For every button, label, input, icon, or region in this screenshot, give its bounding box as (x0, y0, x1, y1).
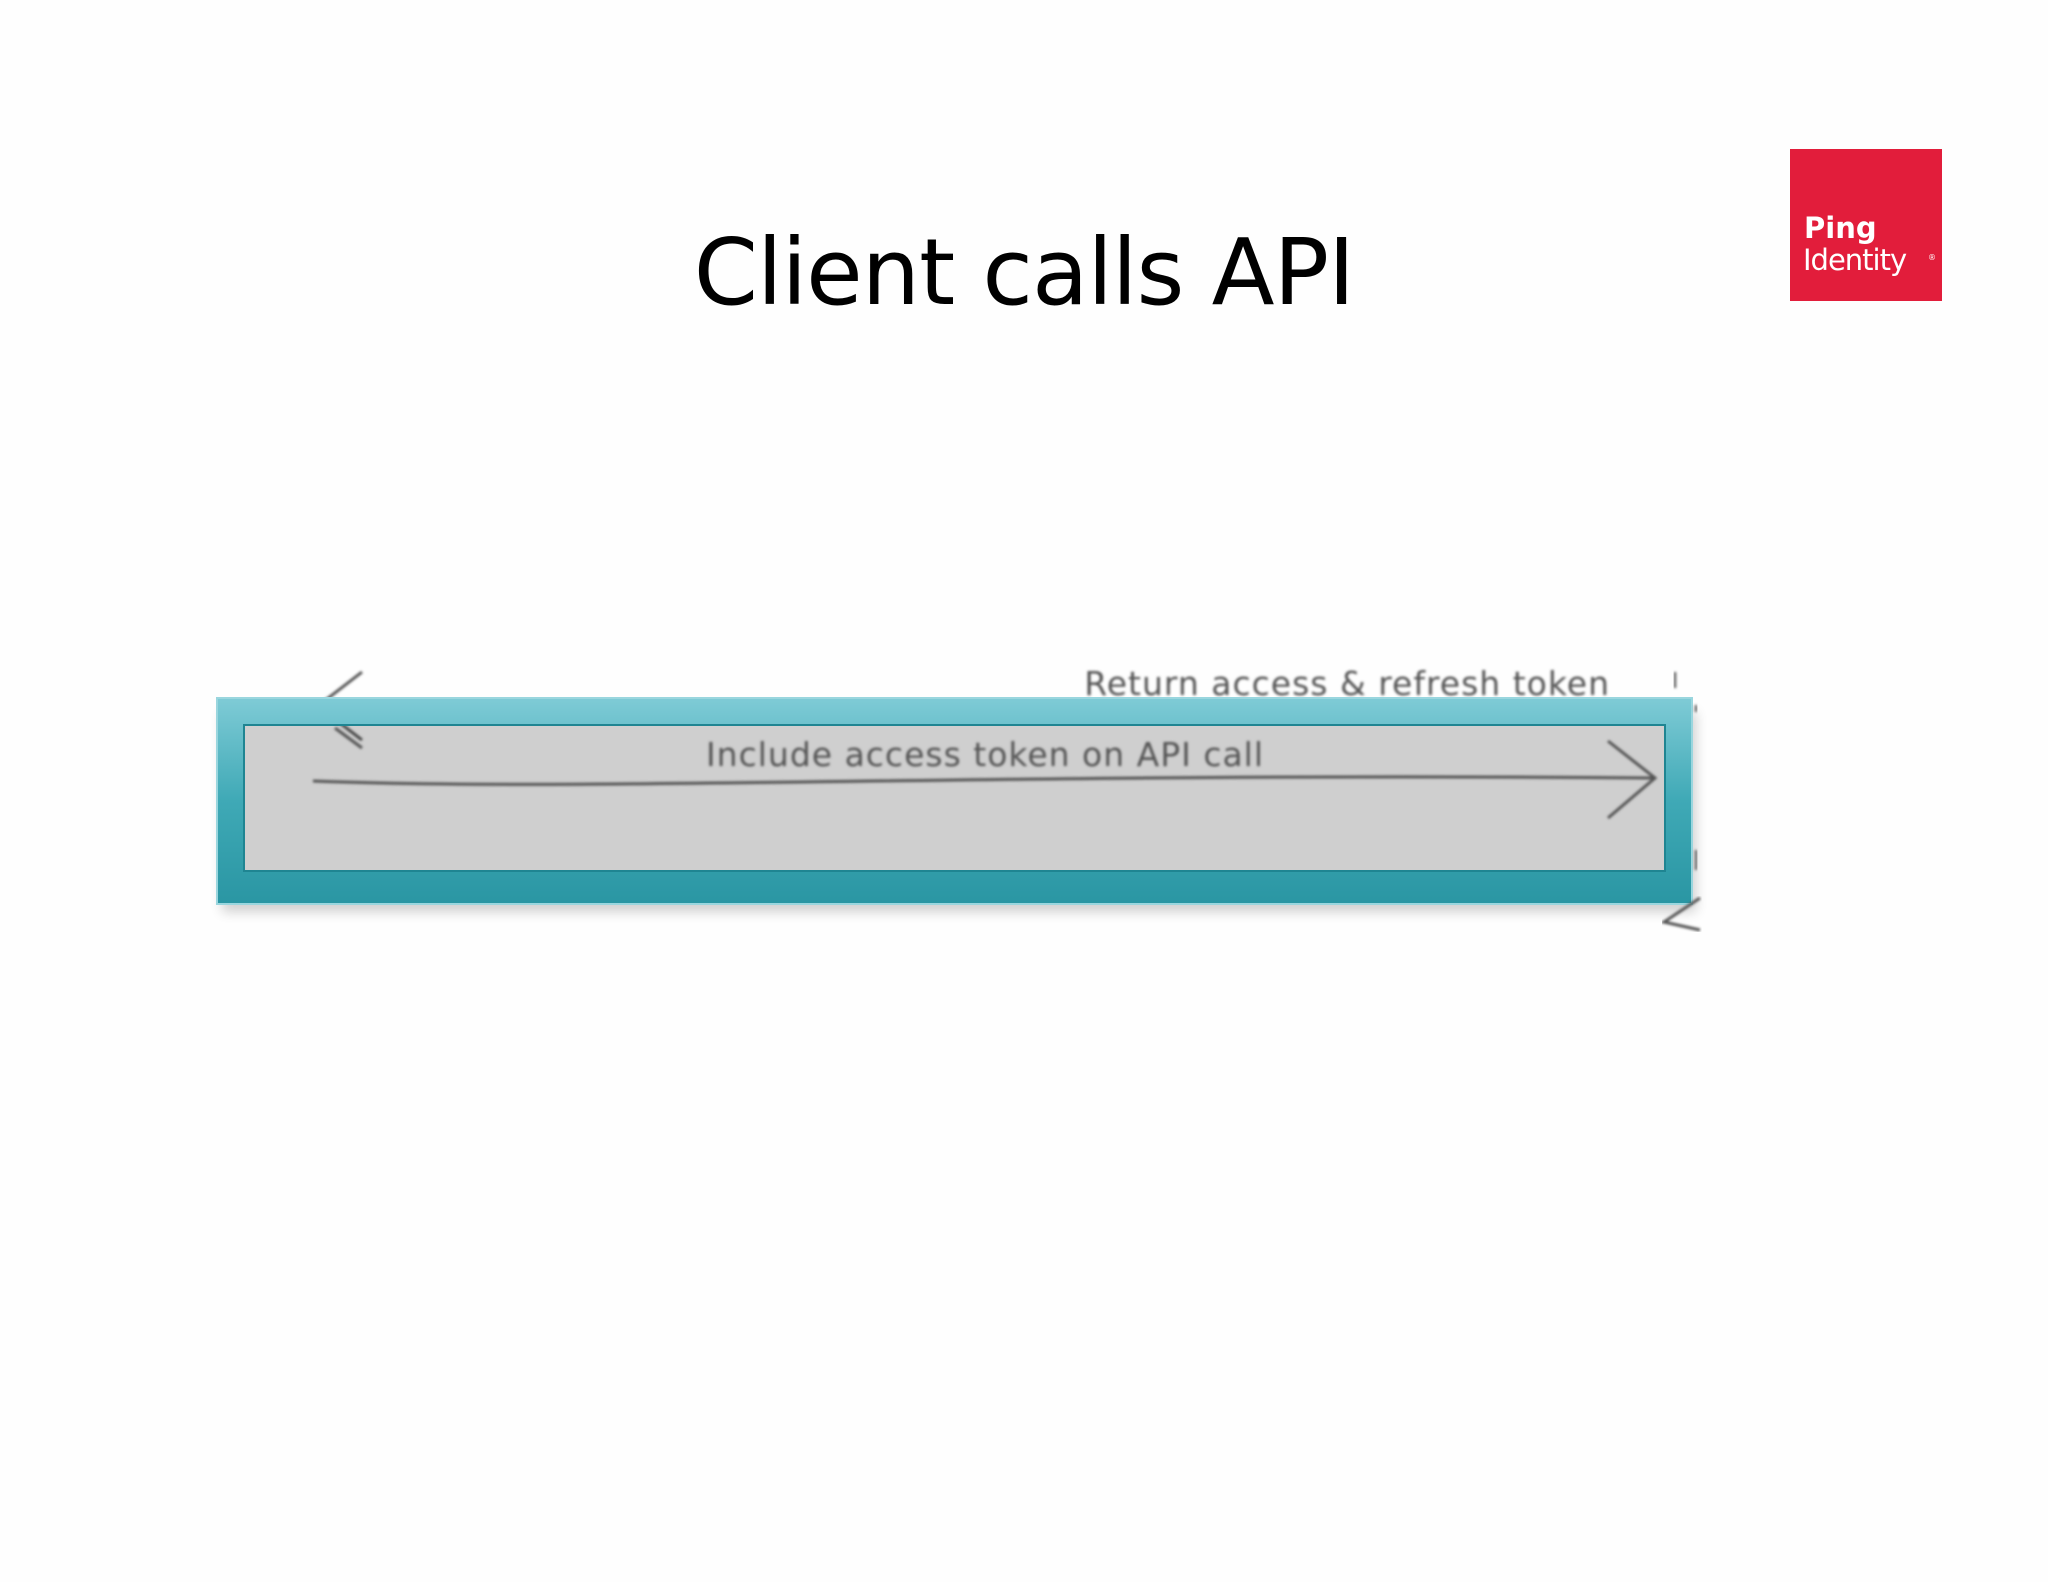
message-api-call: Include access token on API call (312, 726, 1658, 820)
message-label-return-tokens: Return access & refresh token (1084, 664, 1610, 703)
logo-text-line2: Identity (1803, 243, 1907, 277)
arrowhead-fragment-icon (1660, 896, 1701, 932)
logo-text-line1: Ping (1804, 211, 1877, 245)
message-arrow-line (312, 775, 1656, 786)
slide-title: Client calls API (693, 219, 1355, 326)
highlight-frame (216, 697, 1693, 905)
ping-identity-logo: Ping Identity ® (1790, 149, 1942, 301)
message-label-api-call: Include access token on API call (706, 735, 1264, 774)
message-return-tokens: Return access & refresh token (315, 664, 1610, 742)
arrowhead-left-partial-icon (334, 726, 363, 750)
arrowhead-right-icon (1607, 739, 1658, 820)
lifeline-api-tick (1673, 672, 1698, 870)
registered-mark: ® (1928, 253, 1936, 262)
